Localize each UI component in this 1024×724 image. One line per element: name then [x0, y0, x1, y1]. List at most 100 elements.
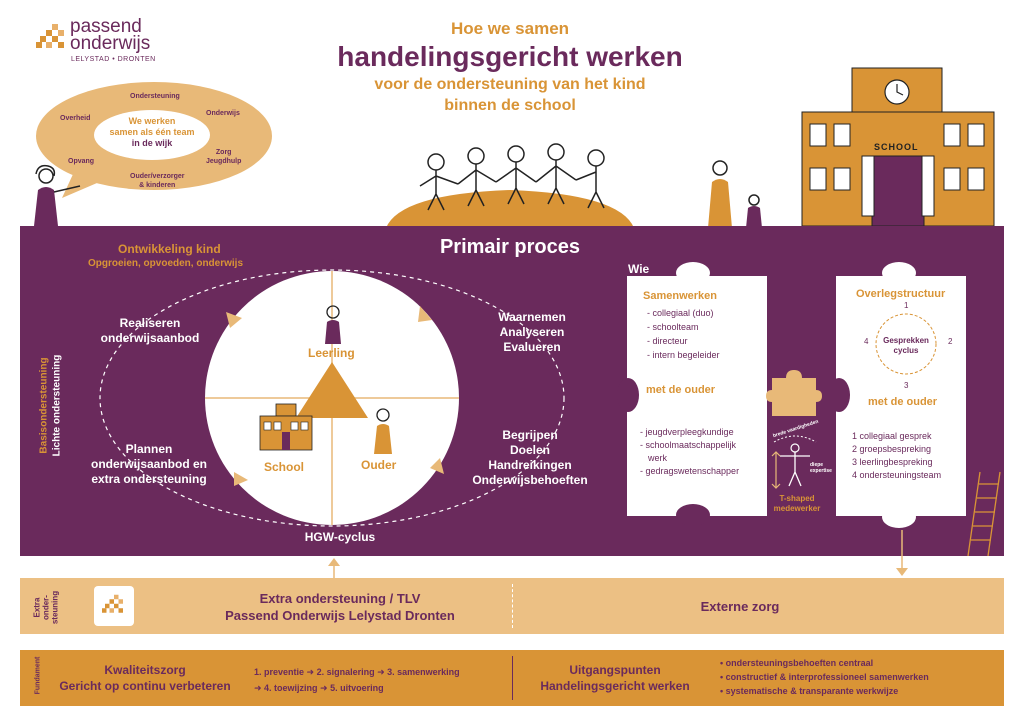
- gesprekken-cyclus: Gesprekken cyclus: [876, 336, 936, 356]
- wie-puzzle-knob-left: [617, 378, 639, 412]
- extra-logo-icon: [102, 594, 123, 613]
- begrijpen-4: Onderwijsbehoeften: [472, 473, 588, 487]
- overlegstructuur-title: Overlegstructuur: [856, 288, 946, 300]
- side-label-basis: Basisondersteuning Lichte ondersteuning: [24, 300, 68, 540]
- diepe-expertise: diepe expertise: [810, 462, 832, 474]
- overleg-item-2: 2 groepsbespreking: [852, 444, 932, 454]
- school-sign: SCHOOL: [874, 142, 919, 152]
- ontwikkeling-kind: Ontwikkeling kind: [118, 242, 221, 256]
- extra-side-3: steuning: [50, 590, 60, 625]
- overleg-knob-top: [882, 262, 916, 284]
- woman-figure-icon: [34, 164, 81, 226]
- realiseren-1: Realiseren: [119, 316, 181, 330]
- waarnemen-3: Evalueren: [503, 340, 561, 354]
- logo-text-1: passend: [70, 16, 142, 37]
- samenwerken-title: Samenwerken: [643, 290, 717, 302]
- bubble-center-2: samen als één team: [109, 127, 195, 137]
- school-building-icon: [801, 67, 995, 227]
- begrijpen-1: Begrijpen: [502, 428, 558, 442]
- header-line-3: voor de ondersteuning van het kind: [374, 76, 646, 93]
- uitgangspunten-list: • ondersteuningsbehoeften centraal • con…: [720, 656, 929, 698]
- opgroeien-label: Opgroeien, opvoeden, onderwijs: [88, 258, 244, 269]
- samenwerken-list: - collegiaal (duo) - schoolteam - direct…: [647, 306, 720, 362]
- header-line-4: binnen de school: [444, 97, 576, 114]
- extra-line-1: Extra ondersteuning / TLV: [259, 591, 421, 606]
- plannen-label: Plannen onderwijsaanbod en extra onderst…: [74, 442, 224, 487]
- uit-bullet-3: • systematische & transparante werkwijze: [720, 686, 899, 696]
- uitgangspunten: Uitgangspunten Handelingsgericht werken: [520, 662, 710, 694]
- begrijpen-label: Begrijpen Doelen Handreikingen Onderwijs…: [460, 428, 600, 488]
- plannen-3: extra ondersteuning: [91, 472, 207, 486]
- overleg-list: 1 collegiaal gesprek 2 groepsbespreking …: [852, 430, 941, 482]
- wie-item2-4: - gedragswetenschapper: [640, 466, 740, 476]
- wie-puzzle-knob-bottom: [676, 504, 710, 526]
- wie-met-ouder: met de ouder: [646, 384, 716, 396]
- bubble-center-3: in de wijk: [131, 138, 173, 148]
- cycle-num-2: 2: [948, 337, 953, 346]
- begrijpen-2: Doelen: [509, 443, 550, 457]
- mother-child-icon: [708, 160, 762, 228]
- header-line-1: Hoe we samen: [450, 19, 570, 38]
- t-shaped-1: T-shaped: [779, 494, 815, 503]
- speech-bubble: [36, 82, 272, 198]
- uit-bullet-2: • constructief & interprofessioneel same…: [720, 672, 929, 682]
- wie-puzzle-card: [627, 276, 767, 516]
- overleg-item-4: 4 ondersteuningsteam: [852, 470, 942, 480]
- wie-item2-1: - jeugdverpleegkundige: [640, 427, 734, 437]
- hgw-cycle-diagram: [99, 269, 565, 527]
- cycle-num-4: 4: [864, 337, 869, 346]
- diepe-2: expertise: [810, 468, 832, 474]
- bubble-item-ouder-1: Ouder/verzorger: [130, 173, 185, 180]
- t-shaped-label: T-shaped medewerker: [764, 494, 830, 514]
- plannen-2: onderwijsaanbod en: [90, 457, 207, 471]
- bubble-item-ouder: Ouder/verzorger & kinderen: [130, 172, 184, 190]
- bubble-item-ondersteuning: Ondersteuning: [130, 93, 180, 100]
- begrijpen-3: Handreikingen: [488, 458, 572, 472]
- logo-mark-icon: [36, 24, 64, 48]
- school-mini-icon: [259, 403, 313, 451]
- bubble-item-zorg-2: Jeugdhulp: [206, 158, 242, 165]
- header: Hoe we samen handelingsgericht werken vo…: [300, 18, 720, 116]
- page-title: handelingsgericht werken: [337, 41, 683, 72]
- cycle-num-3: 3: [904, 381, 909, 390]
- gesprekken-1: Gesprekken: [883, 336, 929, 345]
- cycle-num-1: 1: [904, 301, 909, 310]
- bubble-item-ouder-2: & kinderen: [139, 182, 176, 189]
- side-label-lichte: Lichte ondersteuning: [51, 354, 63, 457]
- gesprekken-cycle-icon: [875, 313, 937, 375]
- overleg-item-1: 1 collegiaal gesprek: [852, 431, 932, 441]
- uit-2: Handelingsgericht werken: [540, 679, 690, 693]
- realiseren-2: onderwijsaanbod: [100, 331, 200, 345]
- waarnemen-2: Analyseren: [499, 325, 565, 339]
- arrow-up-icon: [328, 558, 340, 580]
- t-shaped-2: medewerker: [773, 504, 821, 513]
- externe-zorg: Externe zorg: [700, 599, 780, 614]
- kids-on-hill-icon: [386, 143, 634, 228]
- logo-sub: LELYSTAD • DRONTEN: [71, 56, 156, 63]
- puzzle-piece-icon: [766, 370, 822, 416]
- wie-label: Wie: [628, 262, 650, 276]
- extra-side-1: Extra: [32, 597, 42, 618]
- uit-1: Uitgangspunten: [569, 663, 661, 677]
- ouder-figure-icon: [374, 408, 392, 454]
- t-shaped-figure-icon: [771, 435, 817, 489]
- extra-divider: [512, 584, 513, 628]
- ouder-label: Ouder: [361, 458, 397, 472]
- steps-1: 1. preventie ➜ 2. signalering ➜ 3. samen…: [254, 667, 460, 677]
- bubble-center-1: We werken: [128, 116, 176, 126]
- side-label-extra: Extra onder- steuning: [26, 584, 66, 628]
- diepe-1: diepe: [810, 462, 824, 468]
- overleg-knob-bottom: [882, 506, 916, 528]
- wie-item2-3: werk: [648, 453, 668, 463]
- kwaliteitszorg: Kwaliteitszorg Gericht op continu verbet…: [50, 662, 240, 694]
- bubble-center: We werken samen als één team in de wijk: [92, 116, 212, 149]
- arrow-down-icon: [896, 530, 908, 576]
- logo-text-2: onderwijs: [70, 33, 151, 54]
- fundament-steps: 1. preventie ➜ 2. signalering ➜ 3. samen…: [254, 664, 460, 696]
- hgw-cyclus-label: HGW-cyclus: [304, 530, 376, 544]
- uit-bullet-1: • ondersteuningsbehoeften centraal: [720, 658, 874, 668]
- bubble-item-zorg-1: Zorg: [215, 149, 232, 156]
- leerling-figure-icon: [325, 305, 341, 344]
- realiseren-label: Realiseren onderwijsaanbod: [80, 316, 220, 346]
- waarnemen-1: Waarnemen: [498, 310, 566, 324]
